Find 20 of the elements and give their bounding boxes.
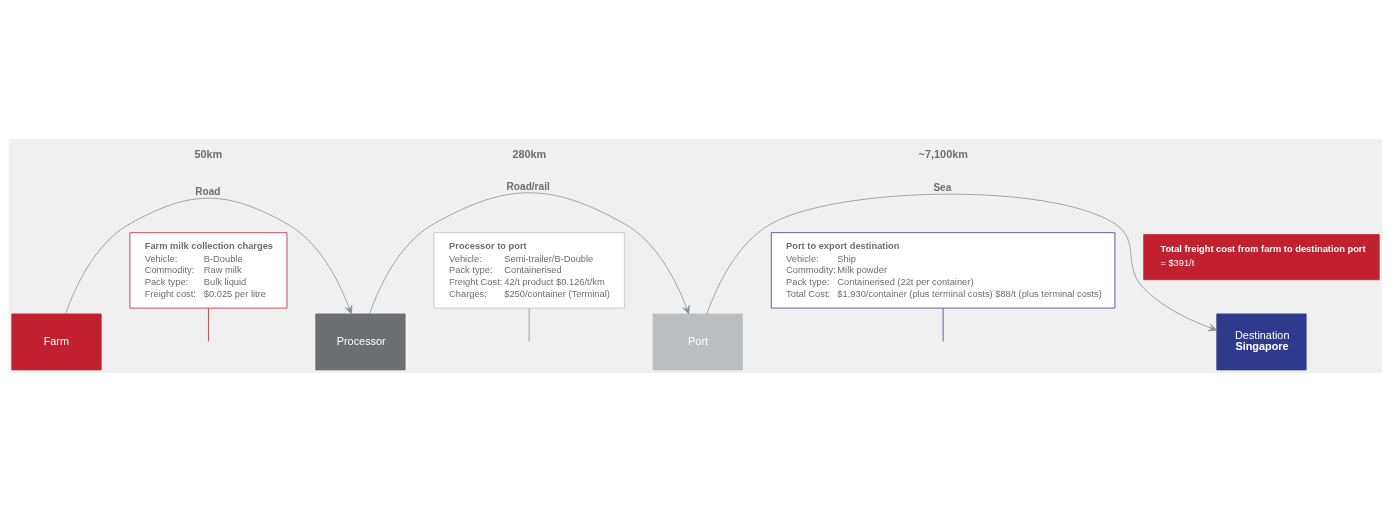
node-box: Total freight cost from farm to destination port = $391/t bbox=[1143, 233, 1380, 280]
node-box: Processor bbox=[315, 313, 406, 370]
node-box: Port to export destination Vehicle: Ship Commodity: Milk powder Pack type: Containerised (22t per container) Total Cost: $1,930/container (plus terminal costs) $88/t (plus terminal costs) bbox=[770, 231, 1116, 308]
arrow bbox=[65, 197, 353, 314]
edge-label: Road/rail bbox=[506, 180, 550, 192]
node-box: Destination Singapore bbox=[1216, 313, 1307, 370]
arrow bbox=[369, 191, 690, 314]
connector bbox=[208, 307, 209, 342]
label: 280km bbox=[512, 147, 547, 160]
label: ~7,100km bbox=[918, 147, 968, 160]
node-box: Processor to port Vehicle: Semi-trailer/B-Double Pack type: Containerised Freight Cost: 42/t product $0.126/t/km Charges: $250/container (Terminal) bbox=[433, 231, 625, 308]
edge-label: Road bbox=[195, 185, 221, 197]
connector bbox=[528, 307, 530, 342]
node-box: Farm bbox=[11, 313, 102, 370]
arrow bbox=[706, 193, 1218, 331]
node-box: Port bbox=[652, 313, 743, 370]
node-box: Farm milk collection charges Vehicle: B-Double Commodity: Raw milk Pack type: Bulk liquid Freight cost: $0.025 per litre bbox=[129, 231, 288, 308]
label: 50km bbox=[194, 147, 223, 160]
connector bbox=[942, 307, 944, 342]
edge-label: Sea bbox=[933, 181, 952, 193]
